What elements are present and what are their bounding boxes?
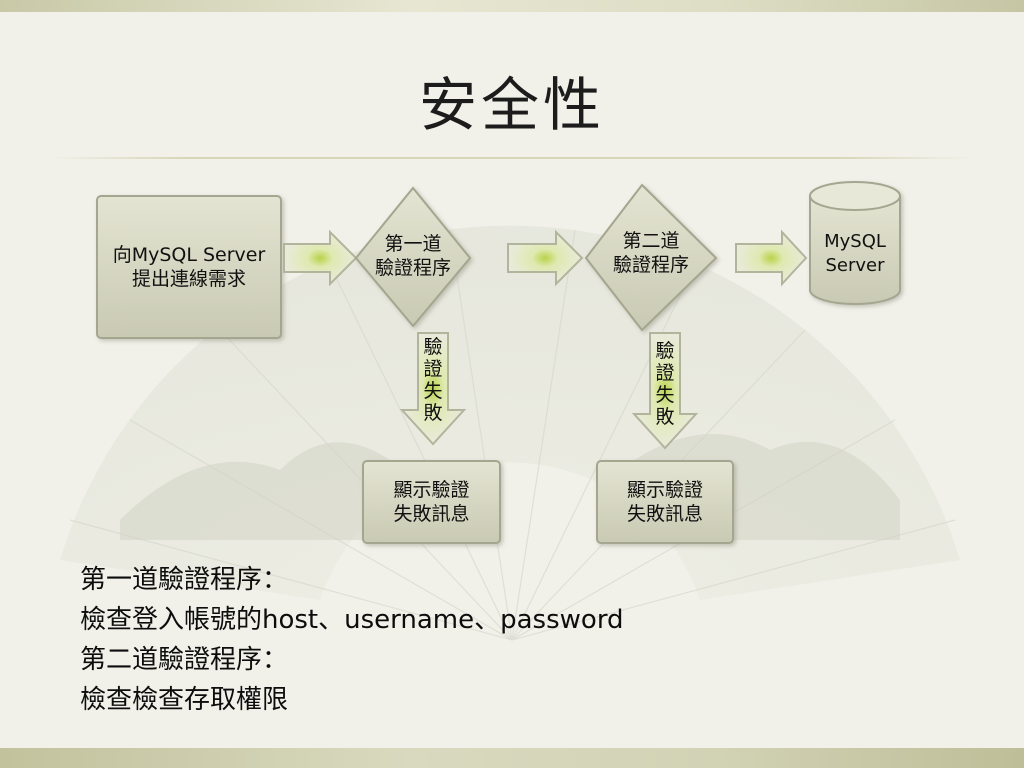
fail-message-box-2: [596, 460, 734, 544]
fail-arrow-1: [399, 332, 467, 446]
client-request-line1: 向MySQL Server: [112, 244, 266, 266]
step2-line2: 驗證程序: [612, 254, 689, 276]
fail-label-1: 驗 證 失 敗: [418, 336, 448, 424]
step2-label: 第二道 驗證程序: [586, 229, 716, 277]
arrow-step2-to-server: [735, 229, 808, 287]
arrow-client-to-step1: [283, 229, 358, 287]
fail-message-1-line1: 顯示驗證: [393, 479, 470, 501]
fail-label-2: 驗 證 失 敗: [650, 340, 680, 428]
notes-text: 第一道驗證程序： 檢查登入帳號的host、username、password 第…: [80, 560, 624, 720]
fail-label-1-char: 失: [423, 380, 443, 402]
fail-label-2-char: 敗: [655, 406, 675, 428]
step1-label: 第一道 驗證程序: [356, 232, 470, 280]
bottom-decorative-bar: [0, 748, 1024, 768]
step1-line2: 驗證程序: [374, 257, 451, 279]
fail-message-2-line2: 失敗訊息: [626, 503, 703, 525]
step2-line1: 第二道: [622, 230, 680, 252]
fail-label-2-char: 失: [655, 384, 675, 406]
arrow-step1-to-step2: [507, 229, 584, 287]
note-line: 第二道驗證程序：: [80, 645, 289, 675]
mysql-server-cylinder: [809, 181, 901, 305]
fail-label-1-char: 證: [423, 358, 443, 380]
slide-title: 安全性: [418, 71, 605, 139]
fail-label-2-char: 驗: [655, 340, 675, 362]
fail-label-1-char: 敗: [423, 402, 443, 424]
server-label: MySQL Server: [810, 230, 900, 278]
step1-line1: 第一道: [384, 233, 442, 255]
fail-message-1-line2: 失敗訊息: [393, 503, 470, 525]
step2-diamond: [584, 183, 718, 332]
server-line1: MySQL: [824, 231, 886, 252]
client-request-box: [96, 195, 282, 339]
note-line: 檢查檢查存取權限: [80, 685, 289, 715]
note-line: 第一道驗證程序：: [80, 565, 289, 595]
client-request-line2: 提出連線需求: [131, 268, 246, 290]
step1-diamond: [354, 186, 472, 328]
fail-message-2-label: 顯示驗證 失敗訊息: [597, 478, 733, 526]
client-request-label: 向MySQL Server 提出連線需求: [97, 243, 281, 291]
fail-arrow-2: [631, 332, 699, 450]
title-divider: [48, 157, 974, 159]
fail-label-2-char: 證: [655, 362, 675, 384]
fail-message-2-line1: 顯示驗證: [626, 479, 703, 501]
server-line2: Server: [825, 255, 885, 276]
fail-message-box-1: [362, 460, 501, 544]
note-line: 檢查登入帳號的host、username、password: [80, 605, 624, 635]
fail-label-1-char: 驗: [423, 336, 443, 358]
fail-message-1-label: 顯示驗證 失敗訊息: [363, 478, 500, 526]
top-decorative-bar: [0, 0, 1024, 12]
